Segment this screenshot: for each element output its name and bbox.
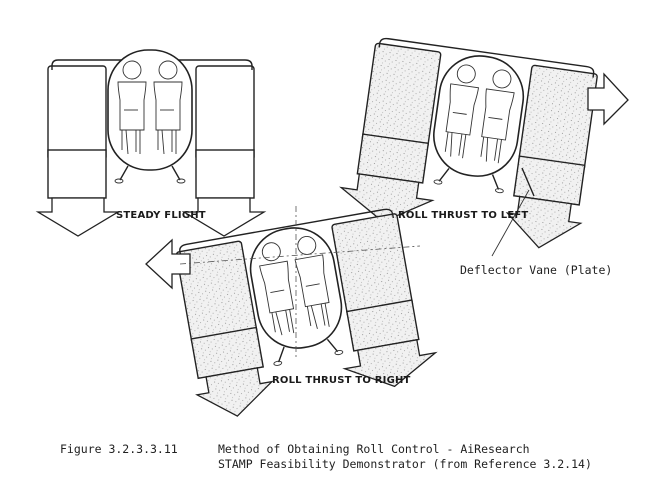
thrust-arrow-down-right-2 [505,195,583,249]
thrust-arrow-down-left-2 [339,173,435,223]
figure-number: Figure 3.2.3.3.11 [60,442,178,456]
side-thrust-arrow-right [587,72,629,126]
side-thrust-arrow-left [145,238,191,290]
label-roll-thrust-left: ROLL THRUST TO LEFT [398,210,528,221]
thrust-arrow-down-right-3 [342,339,438,388]
label-roll-thrust-right: ROLL THRUST TO RIGHT [272,375,411,386]
steady-flight-view [35,49,267,237]
deflector-callout-line [491,189,530,257]
caption-line-2: STAMP Feasibility Demonstrator (from Ref… [218,457,592,471]
figure-caption: Figure 3.2.3.3.11 Method of Obtaining Rol… [60,442,620,472]
label-deflector-vane: Deflector Vane (Plate) [460,263,612,277]
label-steady-flight: STEADY FLIGHT [116,210,206,221]
caption-line-1: Method of Obtaining Roll Control - AiRes… [218,442,530,456]
thrust-arrow-down-right [181,197,267,237]
thrust-arrow-down-left-3 [195,367,274,417]
roll-right-view [145,206,438,417]
roll-left-view [339,37,629,257]
thrust-arrow-down-left [35,197,121,237]
